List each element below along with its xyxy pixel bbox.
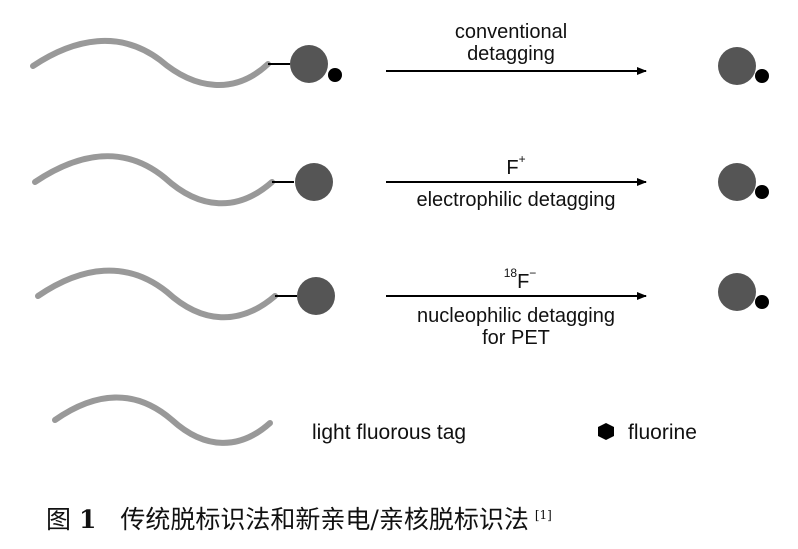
- reagent-fluorine-label: F+: [506, 152, 525, 179]
- reagent-symbol: F: [517, 271, 529, 293]
- arrow-label-bottom: nucleophilic detagging: [417, 305, 615, 327]
- product-fluorine-atom: [755, 69, 769, 83]
- product-molecule: [718, 163, 756, 201]
- legend-tag-swatch: [52, 394, 273, 446]
- reagent-symbol: F: [506, 157, 518, 179]
- reference-marker: [1]: [534, 507, 552, 522]
- reagent-charge: −: [529, 266, 536, 280]
- row-nucleophilic: 18F− nucleophilic detagging for PET: [35, 266, 769, 349]
- legend-tag-label: light fluorous tag: [312, 421, 466, 444]
- product-fluorine-atom: [755, 185, 769, 199]
- product-fluorine-atom: [755, 295, 769, 309]
- substrate-molecule: [290, 45, 328, 83]
- caption-text: 传统脱标识法和新亲电/亲核脱标识法: [120, 505, 529, 534]
- product-molecule: [718, 47, 756, 85]
- legend-fluorine-label: fluorine: [628, 421, 697, 444]
- arrow-label-bottom: detagging: [467, 43, 555, 65]
- figure-label: 图: [46, 505, 72, 534]
- legend-fluorine-swatch: [598, 423, 614, 440]
- fluorous-tag-chain: [30, 37, 271, 88]
- arrow-label-third-line: for PET: [482, 327, 550, 349]
- substrate-molecule: [295, 163, 333, 201]
- substrate-molecule: [297, 277, 335, 315]
- arrow-label-bottom: electrophilic detagging: [416, 189, 615, 211]
- legend: light fluorous tag fluorine: [52, 394, 697, 446]
- row-conventional: conventional detagging: [30, 21, 769, 88]
- product-molecule: [718, 273, 756, 311]
- reagent-charge: +: [519, 152, 526, 166]
- row-electrophilic: F+ electrophilic detagging: [32, 152, 769, 211]
- arrow-label-top: conventional: [455, 21, 567, 43]
- isotope-mass-number: 18: [504, 266, 518, 280]
- fluorous-tag-chain: [32, 153, 275, 207]
- fluorine-atom: [328, 68, 342, 82]
- reagent-fluoride-label: 18F−: [504, 266, 537, 293]
- figure-number: 1: [79, 505, 97, 534]
- fluorous-tag-chain: [35, 267, 278, 321]
